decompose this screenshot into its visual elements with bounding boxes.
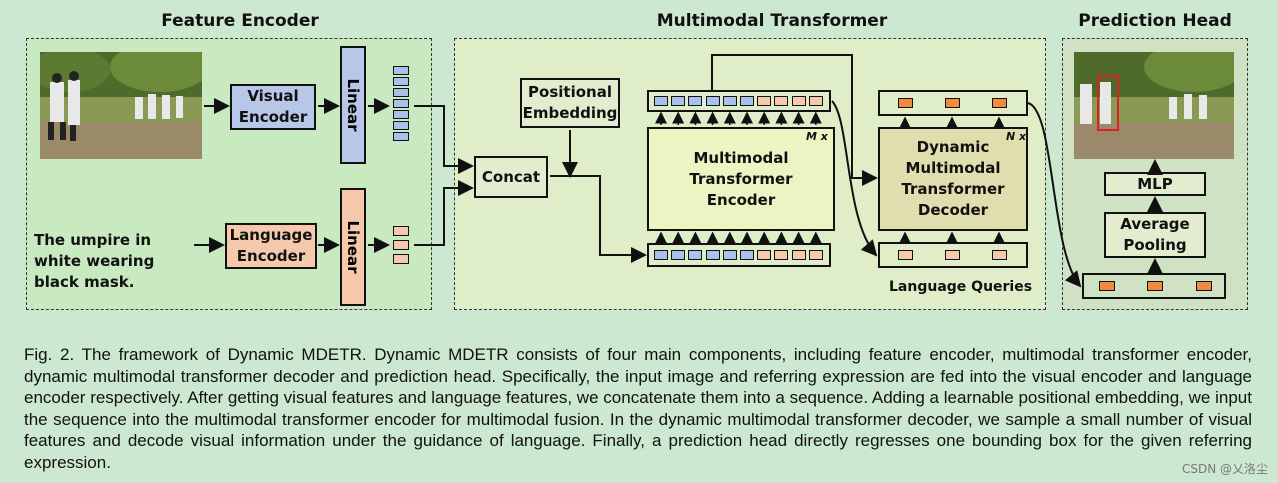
encoder-input-token	[671, 250, 686, 260]
head-token	[1099, 281, 1115, 291]
dynamic-multimodal-transformer-decoder-box: Dynamic Multimodal Transformer Decoder	[878, 127, 1028, 231]
average-pooling-box: Average Pooling	[1104, 212, 1206, 258]
encoder-output-token	[705, 96, 720, 106]
encoder-output-token	[808, 96, 823, 106]
encoder-input-token	[740, 250, 754, 260]
encoder-input-token	[722, 250, 737, 260]
encoder-input-token	[757, 250, 772, 260]
encoder-output-sequence	[647, 90, 831, 112]
language-query-token	[945, 250, 960, 260]
encoder-input-token	[774, 250, 789, 260]
visual-token	[393, 132, 409, 141]
encoder-input-token	[791, 250, 806, 260]
language-queries-label: Language Queries	[889, 279, 1033, 295]
decoder-output-token	[992, 98, 1007, 108]
input-image	[40, 52, 202, 159]
connector-arrows	[194, 54, 1163, 288]
encoder-repeat-mark: M x	[806, 130, 828, 143]
language-token	[393, 226, 409, 236]
visual-token	[393, 77, 409, 86]
language-token	[393, 240, 409, 250]
encoder-to-decoder-memory-arrow	[711, 54, 878, 186]
encoder-output-token	[671, 96, 686, 106]
encoder-output-token	[774, 96, 789, 106]
visual-encoder-box: Visual Encoder	[230, 84, 316, 130]
figure-caption: Fig. 2. The framework of Dynamic MDETR. …	[24, 345, 1252, 472]
language-tokens-to-concat-arrow	[414, 180, 474, 246]
encoder-output-token	[791, 96, 806, 106]
linear-visual-layer: Linear	[340, 46, 366, 164]
encoder-input-token	[808, 250, 823, 260]
watermark: CSDN @乂洛尘	[1181, 462, 1268, 476]
prediction-head-title: Prediction Head	[1078, 11, 1232, 31]
language-query-token	[898, 250, 913, 260]
multimodal-transformer-encoder-box: Multimodal Transformer Encoder	[647, 127, 835, 231]
encoder-input-sequence	[647, 243, 831, 267]
head-token	[1196, 281, 1212, 291]
decoder-output-sequence	[878, 90, 1028, 116]
encoder-input-token	[688, 250, 703, 260]
baseball-scene-illustration	[40, 52, 202, 159]
decoder-output-token	[898, 98, 913, 108]
encoder-output-token	[654, 96, 668, 106]
language-token	[393, 254, 409, 264]
language-encoder-box: Language Encoder	[225, 223, 317, 269]
encoder-output-token	[722, 96, 737, 106]
encoder-output-token	[757, 96, 772, 106]
encoder-column-arrows	[655, 111, 822, 244]
output-image	[1074, 52, 1234, 159]
visual-token	[393, 110, 409, 119]
encoder-sample-to-decoder-arrow	[831, 100, 878, 257]
decoder-repeat-mark: N x	[1006, 130, 1027, 143]
encoder-output-token	[740, 96, 754, 106]
multimodal-transformer-title: Multimodal Transformer	[656, 11, 888, 31]
visual-token	[393, 88, 409, 97]
head-input-sequence	[1082, 273, 1226, 299]
prediction-result-illustration	[1074, 52, 1234, 159]
decoder-column-arrows	[899, 116, 1005, 244]
bounding-box	[1097, 75, 1119, 131]
referring-expression: The umpire in white wearing black mask.	[34, 231, 155, 291]
visual-token	[393, 99, 409, 108]
encoder-input-token	[705, 250, 720, 260]
concat-box: Concat	[474, 156, 548, 198]
encoder-output-token	[688, 96, 703, 106]
decoder-output-token	[945, 98, 960, 108]
language-query-token	[992, 250, 1007, 260]
feature-encoder-title: Feature Encoder	[161, 11, 319, 31]
decoder-to-head-arrow	[1027, 102, 1082, 288]
concat-to-encoder-input-arrow	[550, 175, 647, 263]
positional-embedding-box: Positional Embedding	[520, 78, 620, 128]
encoder-input-token	[654, 250, 668, 260]
visual-tokens-to-concat-arrow	[414, 105, 474, 174]
visual-token	[393, 121, 409, 130]
visual-token	[393, 66, 409, 75]
head-token	[1147, 281, 1163, 291]
linear-language-layer: Linear	[340, 188, 366, 306]
